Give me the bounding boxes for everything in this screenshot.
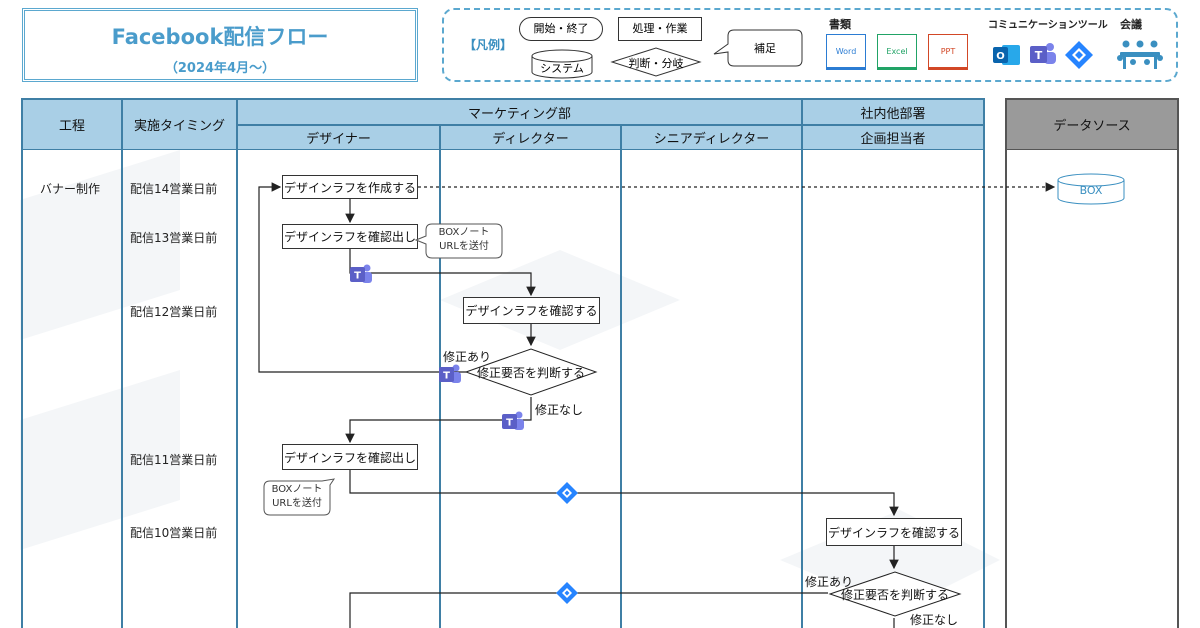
excel-doc-icon: Excel	[877, 34, 917, 70]
timing-row: 配信10営業日前	[130, 526, 218, 540]
header-marketing: マーケティング部	[237, 99, 802, 125]
title-box: Facebook配信フロー （2024年4月～）	[22, 8, 418, 82]
header-planner: 企画担当者	[802, 125, 984, 150]
fix-yes-label: 修正あり	[443, 350, 492, 364]
outlook-icon: O	[993, 45, 1020, 65]
legend-decision-shape	[610, 47, 702, 77]
timing-row: 配信14営業日前	[130, 182, 218, 196]
teams-icon: T	[502, 411, 524, 430]
legend-system: システム	[540, 62, 584, 75]
svg-text:T: T	[354, 271, 361, 282]
process-name: バナー制作	[40, 182, 101, 196]
meeting-icon	[1117, 40, 1163, 69]
svg-text:T: T	[443, 371, 450, 382]
box-note-callout: BOXノート URLを送付	[426, 226, 502, 254]
svg-text:O: O	[996, 51, 1005, 62]
word-doc-icon: Word	[826, 34, 866, 70]
legend-system-shape	[531, 49, 593, 79]
director-decision-shape	[464, 348, 598, 396]
legend-decision: 判断・分岐	[628, 57, 684, 70]
legend-communication-title: コミュニケーションツール	[988, 20, 1108, 31]
page-title: Facebook配信フロー	[111, 25, 329, 49]
timing-row: 配信11営業日前	[130, 453, 218, 467]
header-designer: デザイナー	[237, 125, 440, 150]
callout-line: BOXノート	[271, 484, 323, 495]
director-check-node: デザインラフを確認する	[463, 297, 600, 324]
page-subtitle: （2024年4月～）	[164, 61, 276, 76]
legend-label: 【凡例】	[464, 38, 513, 52]
fix-yes-label-2: 修正あり	[805, 575, 854, 589]
header-director: ディレクター	[440, 125, 621, 150]
planner-check-node: デザインラフを確認する	[826, 518, 962, 546]
box-note-callout-2: BOXノート URLを送付	[262, 483, 332, 511]
jira-icon	[556, 482, 578, 504]
jira-icon	[556, 582, 578, 604]
fix-no-label: 修正なし	[535, 403, 584, 417]
teams-icon: T	[350, 264, 372, 283]
legend: 【凡例】 開始・終了 処理・作業 システム 判断・分岐 補足 書類 Word E…	[442, 8, 1178, 82]
teams-icon: T	[1030, 43, 1056, 64]
director-decision-label: 修正要否を判断する	[476, 366, 585, 380]
create-draft-node: デザインラフを作成する	[282, 175, 418, 199]
callout-line: URLを送付	[439, 241, 489, 252]
header-datasource: データソース	[1006, 99, 1178, 150]
planner-decision-shape	[828, 571, 962, 617]
legend-start-end: 開始・終了	[519, 17, 603, 41]
header-senior-director: シニアディレクター	[621, 125, 802, 150]
legend-supplement-shape	[713, 29, 803, 67]
legend-supplement: 補足	[754, 42, 776, 55]
callout-line: BOXノート	[438, 227, 490, 238]
fix-no-label-2: 修正なし	[910, 613, 959, 627]
legend-process: 処理・作業	[618, 17, 702, 41]
timing-row: 配信13営業日前	[130, 231, 218, 245]
header-timing: 実施タイミング	[122, 99, 237, 150]
legend-meeting-title: 会議	[1120, 18, 1142, 31]
header-process: 工程	[22, 99, 122, 150]
teams-icon: T	[439, 364, 461, 383]
confirm-request-node: デザインラフを確認出し	[282, 224, 418, 249]
timing-row: 配信12営業日前	[130, 305, 218, 319]
header-other-dept: 社内他部署	[802, 99, 984, 125]
svg-text:T: T	[506, 418, 513, 429]
box-system-label: BOX	[1079, 184, 1103, 197]
box-system-shape	[1057, 173, 1125, 205]
callout-shape	[414, 223, 503, 259]
jira-icon	[1065, 41, 1093, 69]
ppt-doc-icon: PPT	[928, 34, 968, 70]
confirm-request-node-2: デザインラフを確認出し	[282, 444, 418, 470]
svg-text:T: T	[1035, 49, 1043, 62]
callout-line: URLを送付	[272, 498, 322, 509]
legend-documents-title: 書類	[829, 18, 851, 31]
callout-shape-2	[263, 478, 336, 516]
planner-decision-label: 修正要否を判断する	[840, 588, 949, 602]
